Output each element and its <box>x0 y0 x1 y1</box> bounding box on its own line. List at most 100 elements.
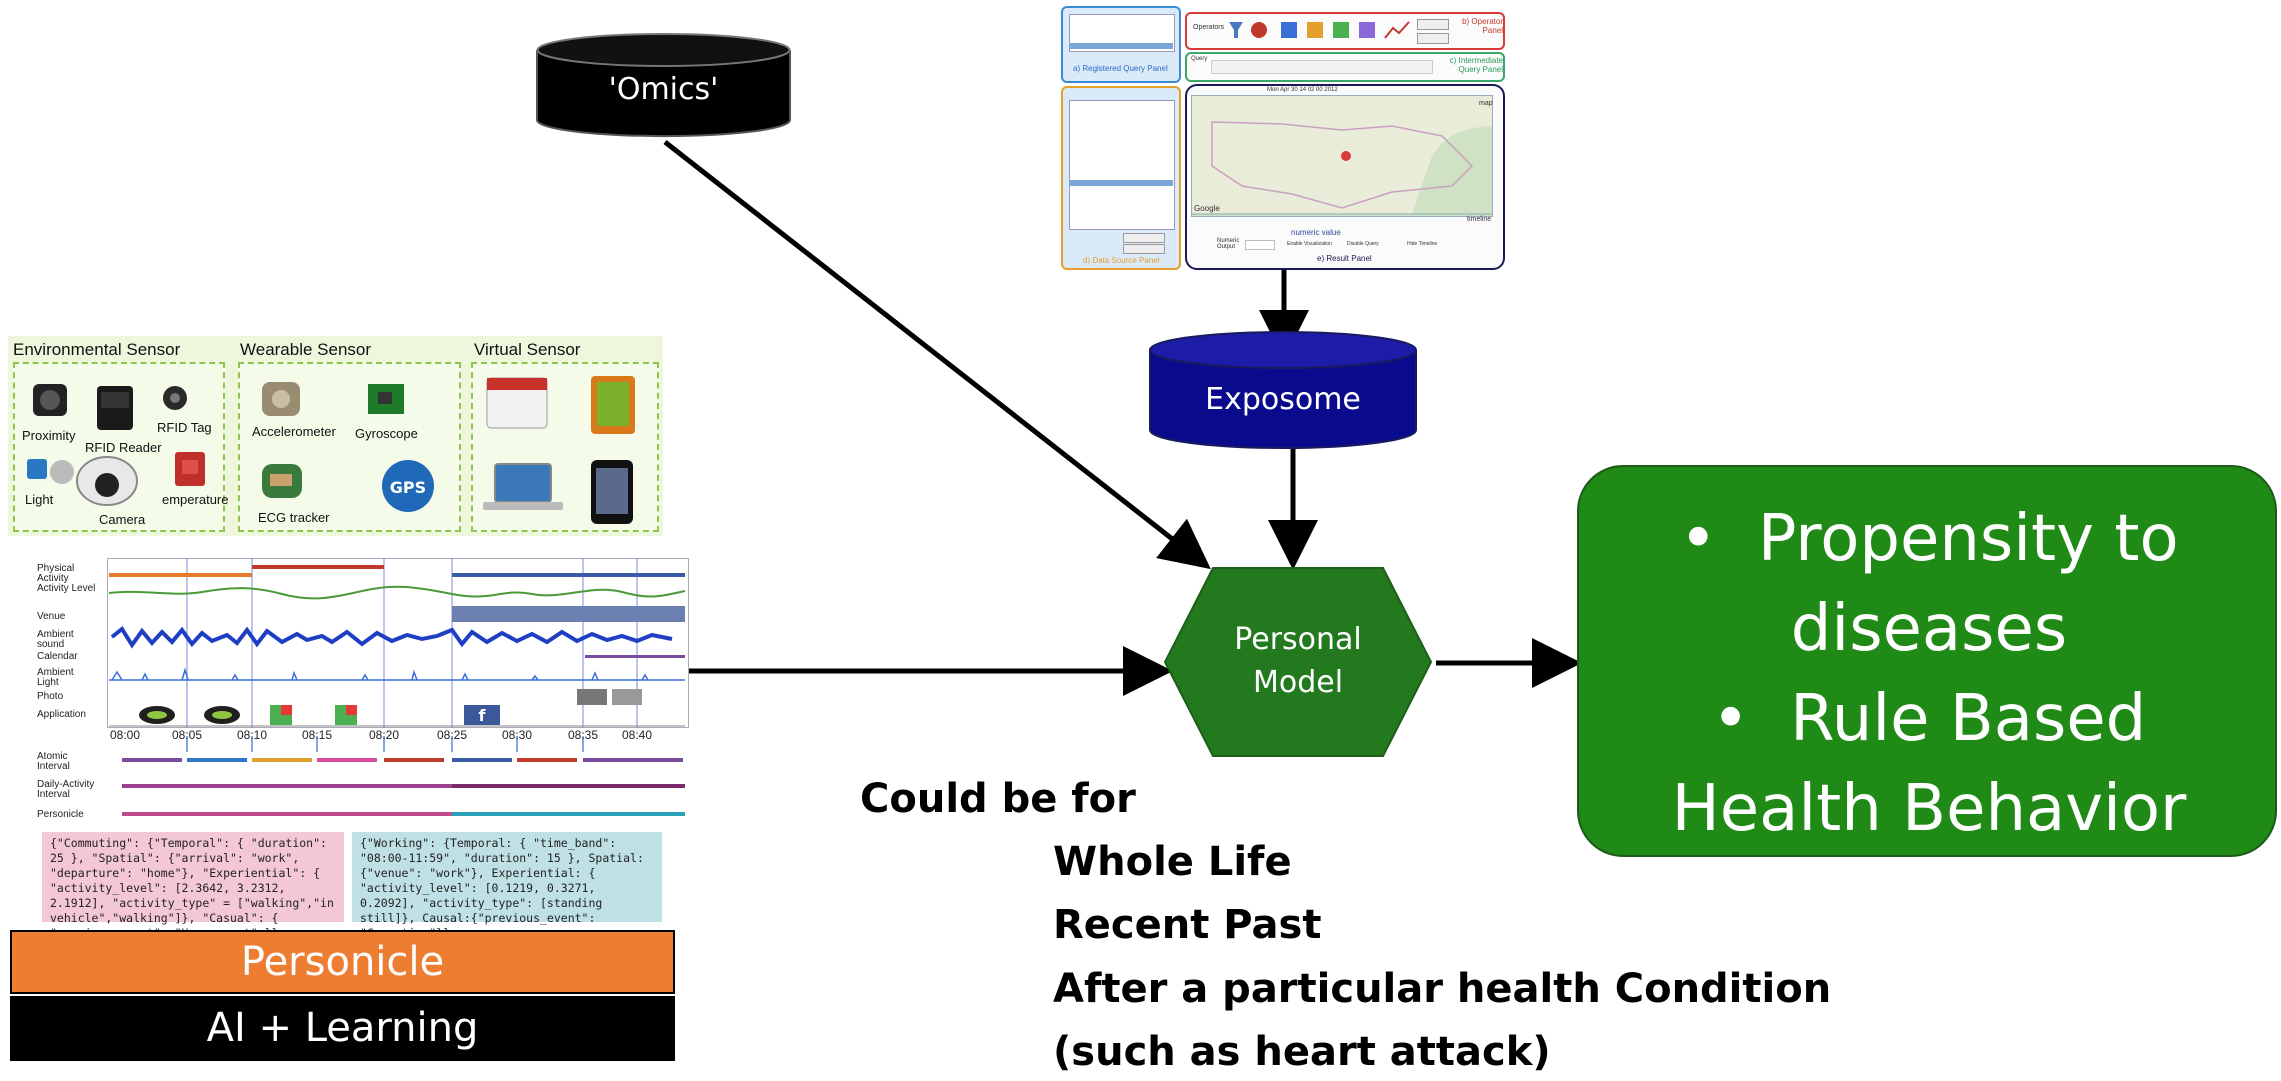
time-tick: 08:00 <box>110 728 141 742</box>
personal-model-line1: Personal <box>1234 622 1362 657</box>
panel-label: b) Operator Panel <box>1462 17 1503 35</box>
lower-lane-label: Personicle <box>37 809 84 820</box>
personicle-bar: Personicle <box>10 930 675 994</box>
could-be-option: Whole Life <box>1053 839 1292 885</box>
panel-label: c) Intermediate Query Panel <box>1449 56 1503 74</box>
sensor-label: RFID Reader <box>85 440 162 455</box>
virtual-sensor-title: Virtual Sensor <box>474 340 581 359</box>
timeline-graphics: f <box>108 558 686 816</box>
omics-to-model-arrow <box>663 140 1211 570</box>
working-event-json: {"Working": {Temporal: { "time_band": "0… <box>352 832 662 940</box>
could-be-option: Recent Past <box>1053 902 1322 948</box>
atomic-interval-bar <box>583 758 683 762</box>
wearable-sensor-images: GPS <box>262 382 434 512</box>
lane-label: Ambient Light <box>37 667 74 688</box>
atomic-interval-bar <box>252 758 312 762</box>
time-tick: 08:25 <box>437 728 468 742</box>
sensor-label: Camera <box>99 512 146 527</box>
personal-model-line2: Model <box>1252 665 1344 700</box>
result-panel: Mon Apr 30 14 02 00 2012 Google map time… <box>1185 84 1505 270</box>
sensor-label: Proximity <box>22 428 76 443</box>
atomic-interval-bar <box>187 758 247 762</box>
time-tick: 08:35 <box>568 728 599 742</box>
aggregate-icon <box>1281 22 1297 38</box>
exposome-database: Exposome <box>1148 330 1418 452</box>
execute-button[interactable] <box>1417 19 1449 30</box>
lane-label: Calendar <box>37 651 78 662</box>
daily-activity-bar <box>122 784 452 788</box>
daily-activity-bar <box>452 784 685 788</box>
operators-label: Operators <box>1193 24 1225 31</box>
sensor-label: Light <box>25 492 54 507</box>
commuting-event-json: {"Commuting": {"Temporal": { "duration":… <box>42 832 344 940</box>
omics-cylinder-shape <box>536 33 791 138</box>
environmental-sensor-images <box>27 384 205 506</box>
add-source-button[interactable] <box>1123 233 1165 243</box>
omics-database: 'Omics' <box>535 32 792 140</box>
numeric-output-field[interactable] <box>1245 240 1275 250</box>
omics-label: 'Omics' <box>608 72 719 107</box>
could-be-option: (such as heart attack) <box>1053 1029 1551 1075</box>
clear-action-button[interactable] <box>1417 33 1449 44</box>
gps-icon-text: GPS <box>390 478 426 497</box>
virtual-sensor-group <box>471 362 659 532</box>
atomic-interval-bar <box>517 758 577 762</box>
wearable-sensor-title: Wearable Sensor <box>240 340 372 359</box>
query-label: Query <box>1191 56 1208 62</box>
atomic-interval-bar <box>384 758 444 762</box>
ambient-light-spikes <box>109 667 685 681</box>
panel-label: a) Registered Query Panel <box>1073 64 1168 73</box>
outcome-box: • Propensity to diseases • Rule Based He… <box>1577 465 2277 857</box>
personicle-timeline: f Physical Activity Activity Level Venue… <box>32 556 689 826</box>
time-tick: 08:15 <box>302 728 333 742</box>
google-label: Google <box>1194 204 1220 213</box>
operator-panel: Operators b) Operator Panel <box>1185 12 1505 50</box>
calendar-bar <box>585 655 685 658</box>
numeric-value-label: numeric value <box>1291 228 1341 237</box>
could-be-option: After a particular health Condition <box>1053 966 1832 1012</box>
numeric-output-label: Numeric Output <box>1217 238 1240 250</box>
lane-label: Venue <box>37 611 66 622</box>
registered-query-panel: a) Registered Query Panel <box>1061 6 1181 83</box>
grid-icon <box>1307 22 1323 38</box>
sensor-label: Accelerometer <box>252 424 336 439</box>
laptop-icon <box>494 463 552 503</box>
bullet-icon: • <box>1679 502 1758 576</box>
ambient-sound-wave <box>110 626 673 649</box>
eventshop-screenshot: a) Registered Query Panel Operators b) O… <box>1061 6 1505 270</box>
checkbox-label[interactable]: Disable Query <box>1347 241 1379 247</box>
environmental-sensor-title: Environmental Sensor <box>13 340 181 359</box>
personal-model-hexagon <box>1163 567 1433 757</box>
view-source-button[interactable] <box>1123 244 1165 254</box>
outcome-item-text: Rule Based Health Behavior <box>1671 682 2187 846</box>
lower-lane-label: Daily-Activity Interval <box>37 779 95 800</box>
map-annotation: map <box>1479 100 1493 107</box>
sensor-label: Gyroscope <box>355 426 418 441</box>
venue-strip <box>452 606 685 622</box>
data-source-panel: d) Data Source Panel <box>1061 86 1181 270</box>
map-graphics <box>1192 96 1492 215</box>
atomic-interval-bar <box>317 758 377 762</box>
lane-label: Ambient sound <box>37 629 74 650</box>
checkbox-label[interactable]: Hide Timeline <box>1407 241 1438 247</box>
outcome-item: • Propensity to diseases <box>1599 494 2259 674</box>
checkbox-label[interactable]: Enable Visualization <box>1287 241 1332 247</box>
lane-label: Application <box>37 709 86 720</box>
wearable-sensor-group: GPS Accelerometer Gyroscope ECG tracker <box>238 362 461 532</box>
sensor-label: RFID Tag <box>157 420 212 435</box>
photo-thumbnail <box>612 689 642 705</box>
query-input[interactable] <box>1211 60 1433 74</box>
result-map[interactable]: Google <box>1191 95 1493 217</box>
time-tick: 08:40 <box>622 728 653 742</box>
exposome-label: Exposome <box>1205 382 1361 417</box>
map-icon <box>1333 22 1349 38</box>
physical-activity-bar <box>252 565 384 569</box>
sensor-panel: Environmental Sensor Proximity RFID Read… <box>8 336 663 536</box>
group-icon <box>1251 22 1267 38</box>
time-tick: 08:30 <box>502 728 533 742</box>
environmental-sensor-group: Proximity RFID Reader RFID Tag Light Cam… <box>13 362 228 532</box>
svg-text:f: f <box>479 706 487 725</box>
intermediate-query-panel: Query c) Intermediate Query Panel <box>1185 52 1505 82</box>
filter-icon <box>1229 22 1243 38</box>
